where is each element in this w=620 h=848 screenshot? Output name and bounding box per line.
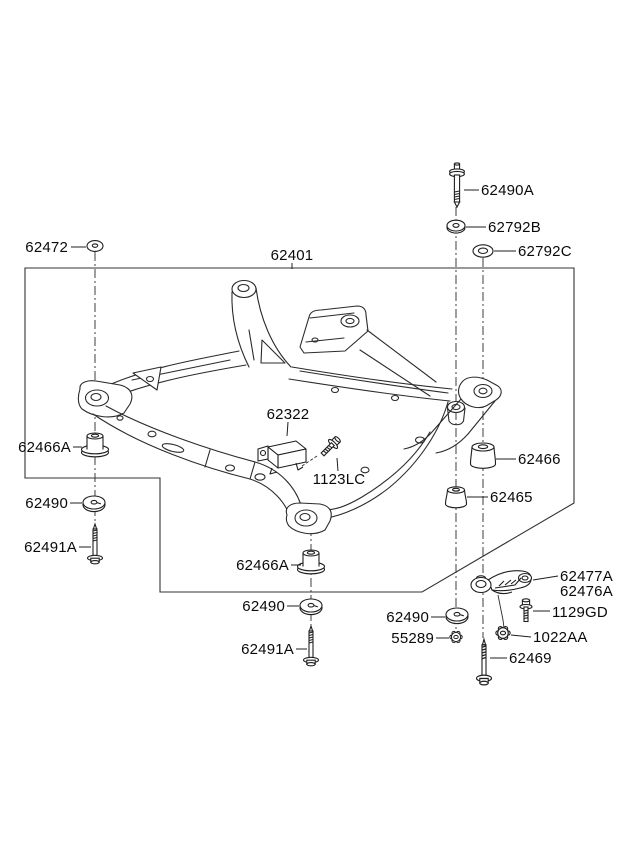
part-label-55289: 55289 xyxy=(391,630,434,647)
part-label-62466A-bottom: 62466A xyxy=(236,557,289,574)
diagram-border xyxy=(24,267,575,593)
part-label-62466A-left: 62466A xyxy=(18,439,71,456)
washer-62490-bottom-icon xyxy=(299,598,323,616)
part-label-62472: 62472 xyxy=(25,239,68,256)
part-label-62490-left: 62490 xyxy=(25,495,68,512)
assembly-dash-line xyxy=(301,455,318,467)
part-label-1123LC: 1123LC xyxy=(313,471,366,488)
bushing-62466-icon xyxy=(469,442,497,469)
washer-62792C-icon xyxy=(472,244,494,258)
part-label-1022AA: 1022AA xyxy=(533,629,588,646)
part-label-62466: 62466 xyxy=(518,451,561,468)
bolt-62491A-left-icon xyxy=(86,523,104,565)
part-label-62490-bottom: 62490 xyxy=(242,598,285,615)
bolt-1129GD-icon xyxy=(519,598,533,623)
part-label-62477A: 62477A xyxy=(560,568,613,585)
part-label-62792C: 62792C xyxy=(518,243,572,260)
washer-62490-left-icon xyxy=(82,495,106,513)
bushing-62465-icon xyxy=(444,486,468,509)
bolt-62491A-bottom-icon xyxy=(302,625,320,667)
bolt-62469-icon xyxy=(475,638,493,686)
bracket-to-nut-line xyxy=(497,594,505,629)
part-label-62476A: 62476A xyxy=(560,583,613,600)
nut-55289-icon xyxy=(449,630,463,644)
leader-lines xyxy=(70,189,559,659)
washer-62490-right-icon xyxy=(445,607,469,625)
part-label-62792B: 62792B xyxy=(488,219,541,236)
bolt-1123LC-icon xyxy=(317,433,344,460)
bolt-62490A-icon xyxy=(449,162,465,208)
nut-1022AA-icon xyxy=(495,625,511,641)
part-label-62401: 62401 xyxy=(271,247,314,264)
part-label-1129GD: 1129GD xyxy=(552,604,608,621)
part-labels: 62472 62401 62490A 62792B 62792C 62466A … xyxy=(18,182,613,667)
stay-bracket-62477A-icon xyxy=(470,570,533,595)
part-label-62490-right: 62490 xyxy=(386,609,429,626)
part-label-62469: 62469 xyxy=(509,650,552,667)
bushing-62466A-left-icon xyxy=(80,432,110,458)
washer-62472-icon xyxy=(86,240,104,252)
subframe-drawing xyxy=(77,279,502,535)
part-label-62465: 62465 xyxy=(490,489,533,506)
part-label-62490A: 62490A xyxy=(481,182,534,199)
part-label-62491A-left: 62491A xyxy=(24,539,77,556)
bracket-62322-icon xyxy=(257,440,307,475)
part-label-62491A-bottom: 62491A xyxy=(241,641,294,658)
bushing-62466A-bottom-icon xyxy=(296,549,326,575)
part-label-62322: 62322 xyxy=(267,406,310,423)
washer-62792B-icon xyxy=(446,219,466,234)
